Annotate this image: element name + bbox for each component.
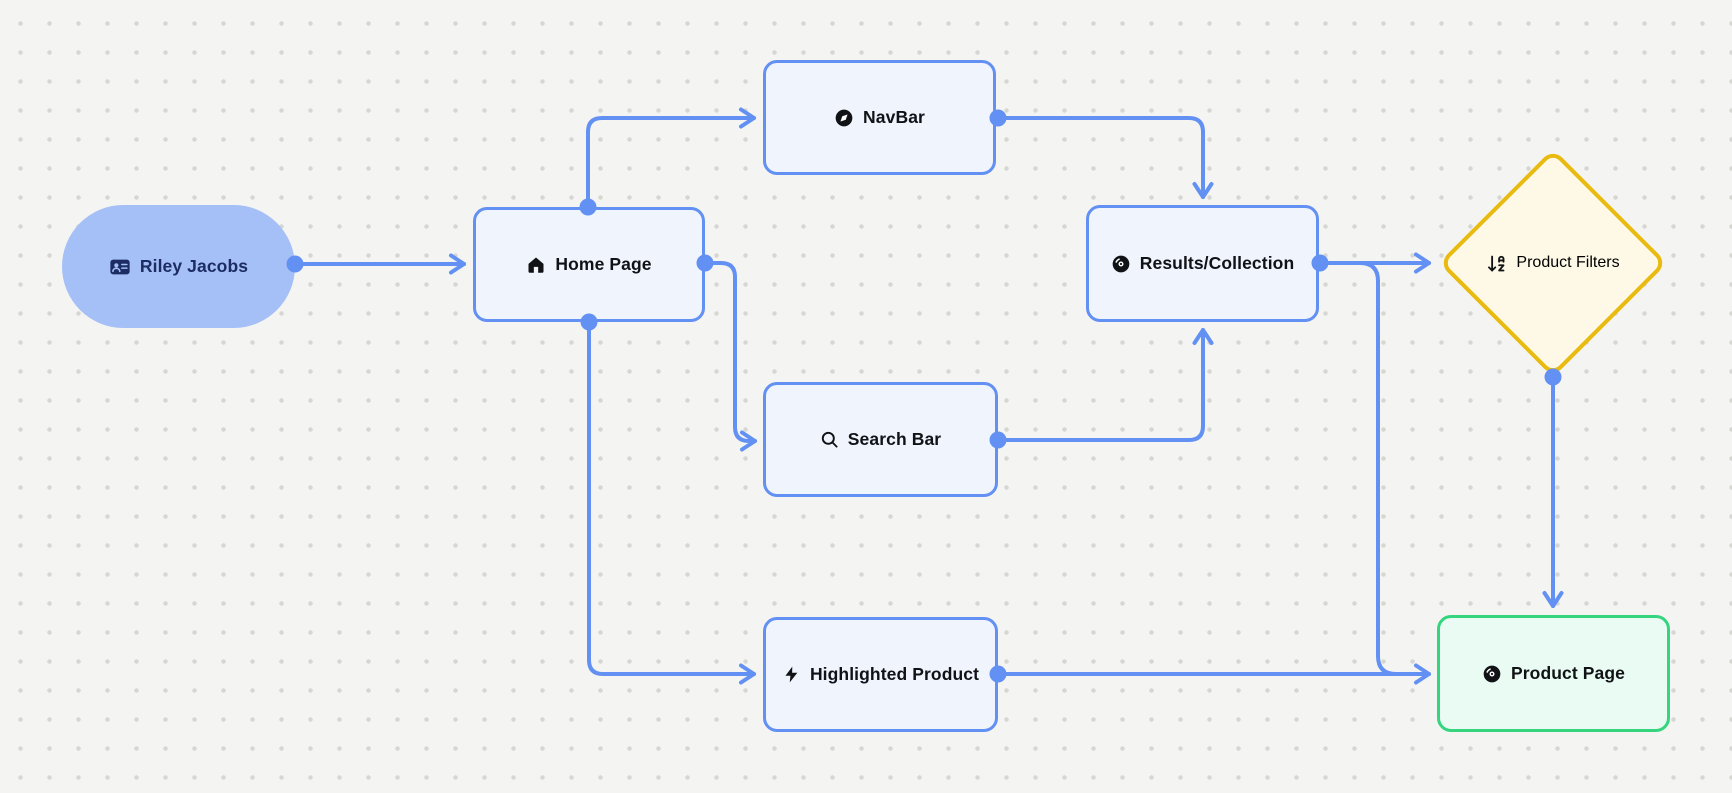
compass-icon: [834, 108, 854, 128]
edge-home-page-search-bar[interactable]: [703, 261, 757, 452]
node-search-bar[interactable]: Search Bar: [763, 382, 998, 497]
node-label: Highlighted Product: [809, 664, 980, 684]
home-icon: [526, 255, 546, 275]
edge-search-bar-results-collection[interactable]: [996, 328, 1214, 442]
node-label: Product Page: [1510, 663, 1625, 683]
node-highlighted-product[interactable]: Highlighted Product: [763, 617, 998, 732]
node-label: Results/Collection: [1139, 253, 1295, 273]
node-persona[interactable]: Riley Jacobs: [62, 205, 295, 328]
search-icon: [820, 430, 839, 449]
node-results-collection[interactable]: Results/Collection: [1086, 205, 1319, 322]
node-label: Product Filters: [1516, 254, 1620, 271]
node-label: NavBar: [863, 107, 925, 127]
node-product-filters-label[interactable]: Product Filters: [1433, 241, 1673, 285]
node-label: Search Bar: [847, 429, 942, 449]
edge-results-collection-product-page[interactable]: [1318, 261, 1416, 676]
edge-home-page-navbar[interactable]: [586, 107, 756, 209]
node-label: Riley Jacobs: [139, 256, 249, 276]
node-product-page[interactable]: Product Page: [1437, 615, 1670, 732]
sort-arrow-a-z-icon: [1486, 253, 1507, 274]
node-navbar[interactable]: NavBar: [763, 60, 996, 175]
disc-icon: [1482, 664, 1502, 684]
node-label: Home Page: [555, 254, 652, 274]
edge-home-page-highlighted-product[interactable]: [587, 320, 756, 685]
disc-icon: [1111, 254, 1131, 274]
edge-navbar-results-collection[interactable]: [996, 116, 1214, 199]
id-card-icon: [109, 256, 131, 278]
node-home-page[interactable]: Home Page: [473, 207, 705, 322]
zap-icon: [782, 665, 801, 684]
